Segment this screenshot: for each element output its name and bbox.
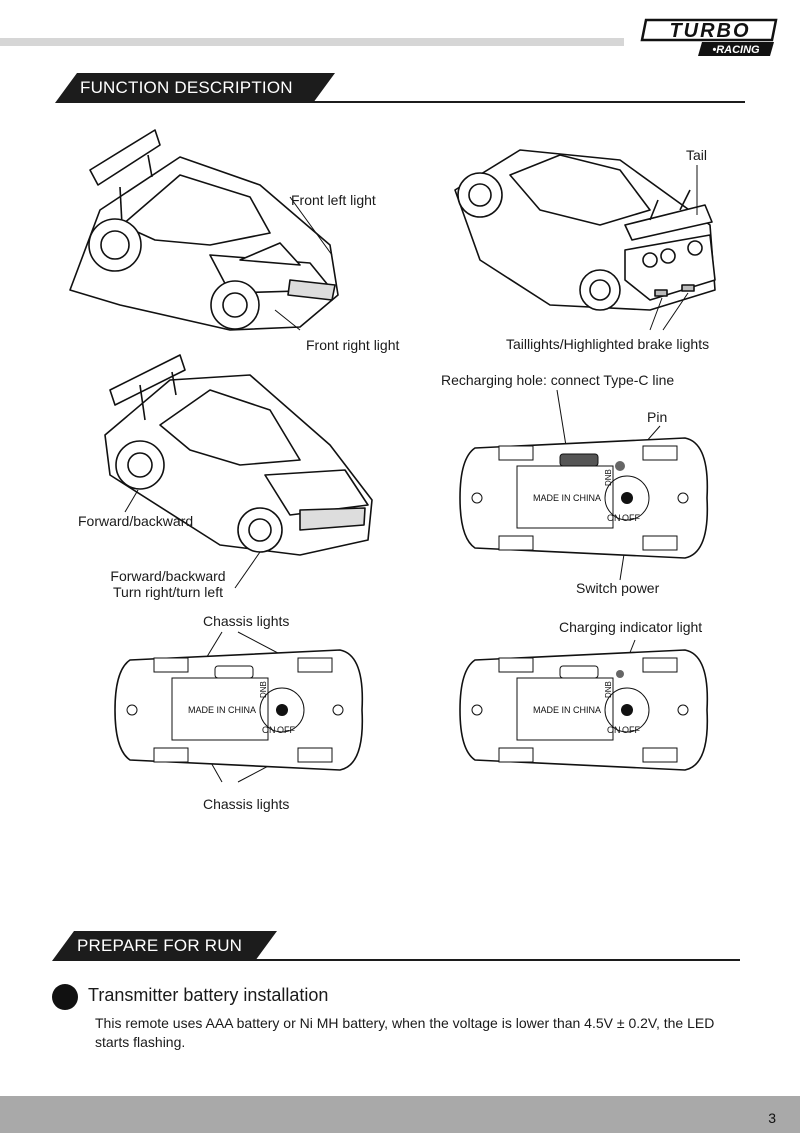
section-title: PREPARE FOR RUN (77, 936, 243, 955)
chassis-lights-illustration: MADE IN CHINA ON OFF DNB (114, 631, 364, 783)
car-front-illustration (69, 129, 339, 331)
made-in-china-text: MADE IN CHINA (533, 493, 601, 503)
subheading: Transmitter battery installation (88, 985, 329, 1005)
made-in-china-text: MADE IN CHINA (533, 705, 601, 715)
footer-bar: 3 (0, 1096, 800, 1133)
off-text: OFF (622, 725, 640, 735)
chassis-indicator-illustration: MADE IN CHINA ON OFF DNB (459, 639, 709, 771)
on-text: ON (262, 725, 276, 735)
chassis-lights-top-label: Chassis lights (203, 613, 290, 629)
forward-backward-text: Forward/backward (110, 568, 226, 584)
on-text: ON (607, 725, 621, 735)
off-text: OFF (277, 725, 295, 735)
off-text: OFF (622, 513, 640, 523)
tail-label: Tail (686, 147, 708, 163)
taillights-label: Taillights/Highlighted brake lights (506, 336, 710, 352)
switch-power-label: Switch power (576, 580, 660, 596)
turn-text: Turn right/turn left (113, 584, 223, 600)
forward-backward-turn-label: Forward/backward Turn right/turn left (100, 568, 236, 600)
dnb-text: DNB (604, 469, 613, 486)
pin-label: Pin (647, 409, 668, 425)
header-bar (0, 38, 624, 46)
made-in-china-text: MADE IN CHINA (188, 705, 256, 715)
dnb-text: DNB (259, 681, 268, 698)
turbo-racing-logo: TURBO •RACING (640, 18, 778, 56)
body-text: This remote uses AAA battery or Ni MH ba… (95, 1015, 715, 1050)
bullet-dot (52, 984, 78, 1010)
front-left-light-label: Front left light (291, 192, 376, 208)
car-steering-illustration (104, 354, 373, 589)
charging-indicator-label: Charging indicator light (559, 619, 703, 635)
logo-subword: •RACING (712, 44, 760, 56)
recharging-hole-label: Recharging hole: connect Type-C line (441, 372, 675, 388)
car-rear-illustration (454, 149, 716, 331)
page-number: 3 (768, 1110, 776, 1126)
dnb-text: DNB (604, 681, 613, 698)
section-prepare-header: PREPARE FOR RUN (52, 931, 740, 961)
section-title: FUNCTION DESCRIPTION (80, 78, 293, 97)
section-function-header: FUNCTION DESCRIPTION (55, 73, 745, 103)
forward-backward-label: Forward/backward (78, 513, 194, 529)
chassis-charging-illustration: MADE IN CHINA ON OFF DNB (459, 389, 709, 581)
front-right-light-label: Front right light (306, 337, 400, 353)
on-text: ON (607, 513, 621, 523)
chassis-lights-bottom-label: Chassis lights (203, 796, 290, 812)
logo-word: TURBO (669, 20, 750, 42)
